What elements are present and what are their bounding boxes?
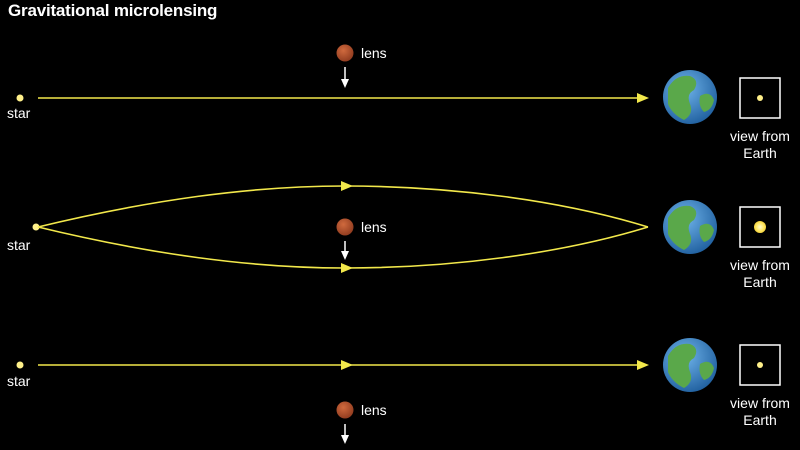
star-dot	[16, 361, 24, 369]
panel-3	[16, 338, 781, 444]
view-label-line1: view from	[730, 128, 790, 144]
view-label-line2: Earth	[743, 412, 777, 428]
view-from-earth-label: view from Earth	[715, 395, 800, 429]
earth-icon	[663, 70, 717, 124]
view-star-bright	[754, 221, 766, 233]
view-frame	[739, 77, 781, 119]
star-dot	[32, 223, 40, 231]
ray-arrowhead	[637, 360, 649, 370]
lens-dot	[336, 401, 354, 419]
lens-dot	[336, 44, 354, 62]
view-from-earth-label: view from Earth	[715, 128, 800, 162]
view-label-line1: view from	[730, 257, 790, 273]
lens-label: lens	[361, 45, 387, 61]
ray-arrowhead	[341, 360, 353, 370]
view-label-line2: Earth	[743, 145, 777, 161]
lens-label: lens	[361, 402, 387, 418]
star-label: star	[7, 373, 31, 389]
panel-2	[32, 181, 781, 273]
ray-arrowhead	[341, 263, 353, 273]
star-label: star	[7, 105, 31, 121]
lens-label: lens	[361, 219, 387, 235]
ray-arrowhead	[637, 93, 649, 103]
star-label: star	[7, 237, 31, 253]
ray-arrowhead	[341, 181, 353, 191]
view-star	[757, 362, 763, 368]
earth-icon	[663, 200, 717, 254]
view-label-line2: Earth	[743, 274, 777, 290]
view-frame	[739, 344, 781, 386]
view-frame	[739, 206, 781, 248]
view-from-earth-label: view from Earth	[715, 257, 800, 291]
lens-dot	[336, 218, 354, 236]
star-dot	[16, 94, 24, 102]
motion-arrowhead	[341, 251, 349, 260]
earth-icon	[663, 338, 717, 392]
panel-1	[16, 44, 781, 124]
diagram-title: Gravitational microlensing	[8, 1, 218, 20]
view-label-line1: view from	[730, 395, 790, 411]
view-star	[757, 95, 763, 101]
motion-arrowhead	[341, 79, 349, 88]
motion-arrowhead	[341, 435, 349, 444]
